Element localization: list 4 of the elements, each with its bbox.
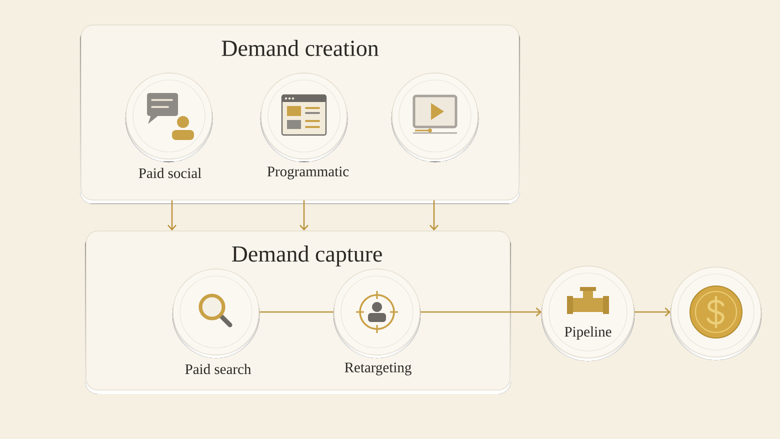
arrow <box>634 308 671 316</box>
arrow <box>430 200 438 231</box>
arrow <box>300 200 308 231</box>
arrow <box>168 200 176 231</box>
